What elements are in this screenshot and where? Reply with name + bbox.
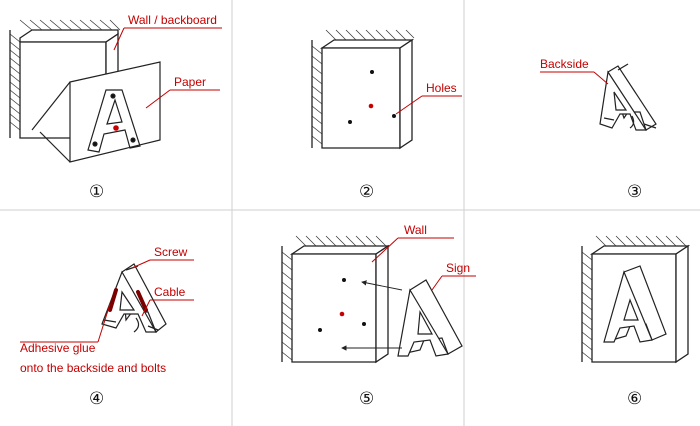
- callout-wall: Wall: [371, 223, 454, 263]
- label-backside: Backside: [540, 57, 589, 71]
- callout-adhesive-glue: Adhesive glue onto the backside and bolt…: [20, 303, 166, 375]
- drilled-holes: [348, 70, 396, 124]
- hatching: [9, 19, 121, 131]
- label-wall: Wall: [404, 223, 427, 237]
- panel-step-6: ⑥: [581, 235, 691, 409]
- mounting-arrows: [341, 280, 403, 351]
- label-paper: Paper: [174, 75, 206, 89]
- panel-step-4: Screw Cable Adhesive glue onto the backs…: [20, 245, 194, 409]
- label-adhesive-glue: Adhesive glue: [20, 341, 96, 355]
- callout-holes: Holes: [395, 81, 462, 115]
- callout-wall-backboard: Wall / backboard: [113, 13, 222, 51]
- step-number-6: ⑥: [627, 389, 642, 409]
- callout-screw: Screw: [131, 245, 194, 269]
- hatching: [581, 235, 687, 361]
- hatching: [281, 235, 387, 361]
- panel-step-1: Wall / backboard Paper ①: [9, 13, 222, 202]
- label-cable: Cable: [154, 285, 186, 299]
- panel-step-3: Backside ③: [540, 57, 657, 202]
- label-sign: Sign: [446, 261, 470, 275]
- letter-a-template: [87, 89, 141, 153]
- label-wall-backboard: Wall / backboard: [128, 13, 217, 27]
- letter-a-backside: [599, 65, 657, 131]
- callout-backside: Backside: [540, 57, 609, 85]
- bolts: [603, 63, 657, 129]
- letter-a-mounted: [603, 265, 667, 343]
- step-number-2: ②: [359, 182, 374, 202]
- letter-a-sign: [397, 279, 463, 357]
- letter-a-backside: [101, 263, 167, 333]
- wall-holes: [318, 278, 366, 332]
- label-holes: Holes: [426, 81, 457, 95]
- label-screw: Screw: [154, 245, 188, 259]
- step-number-4: ④: [89, 389, 104, 409]
- callout-cable: Cable: [141, 285, 194, 317]
- callout-paper: Paper: [145, 75, 220, 109]
- step-number-5: ⑤: [359, 389, 374, 409]
- wall-board: [311, 38, 415, 150]
- panel-step-5: Wall Sign ⑤: [281, 223, 476, 409]
- label-adhesive-glue-detail: onto the backside and bolts: [20, 361, 166, 375]
- glue-strips: [108, 288, 148, 312]
- panel-step-2: Holes ②: [311, 29, 462, 202]
- hatching: [311, 29, 415, 145]
- callout-sign: Sign: [431, 261, 476, 291]
- step-number-1: ①: [89, 182, 104, 202]
- step-number-3: ③: [627, 182, 642, 202]
- wall-board: [281, 244, 391, 364]
